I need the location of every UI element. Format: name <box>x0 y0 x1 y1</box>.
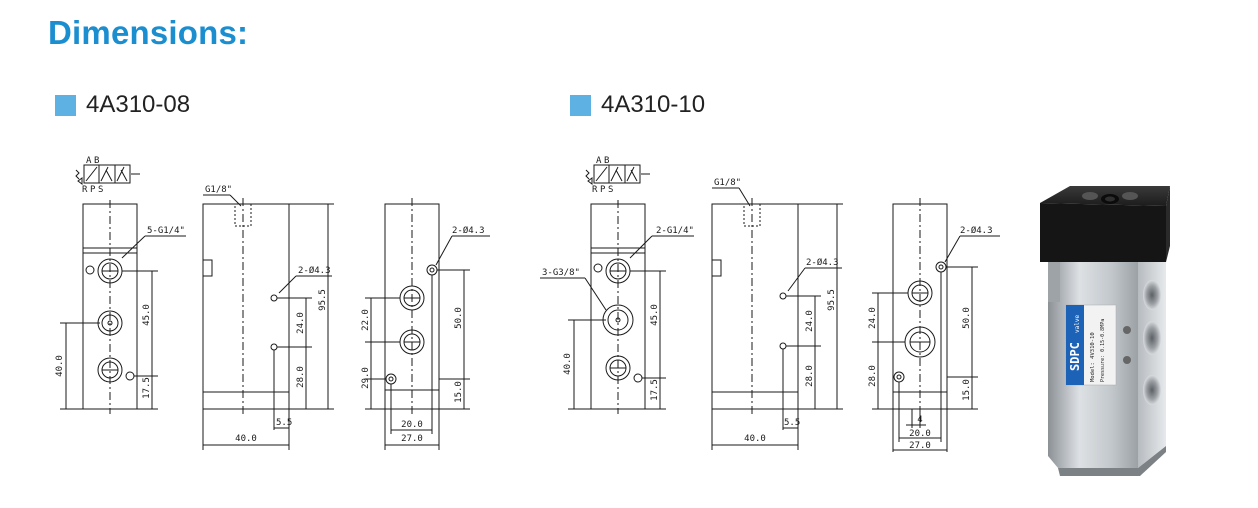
dim-40: 40.0 <box>55 355 65 377</box>
port-callout-2: 3-G3/8" <box>542 268 580 278</box>
pilot-port-callout: G1/8" <box>714 178 741 188</box>
dim-width-40: 40.0 <box>235 434 257 444</box>
page-title: Dimensions: <box>48 14 249 51</box>
pneumatic-symbol: A B R P S <box>75 156 140 195</box>
pneumatic-symbol: A B R P S <box>585 156 650 195</box>
front-view: 5-G1/4" 40.0 45.0 17.5 <box>55 200 186 414</box>
mount-hole-callout: 2-Ø4.3 <box>452 225 485 236</box>
model-marker <box>55 94 76 116</box>
port-label-b: B <box>94 156 99 166</box>
port-callout: 2-G1/4" <box>656 226 694 236</box>
dim-50: 50.0 <box>454 307 464 329</box>
port-label-p: P <box>90 185 96 195</box>
port-label-a: A <box>86 156 92 166</box>
dim-27: 27.0 <box>909 441 931 451</box>
port-label-s: S <box>608 185 613 195</box>
port-label-s: S <box>98 185 103 195</box>
mount-hole-callout: 2-Ø4.3 <box>298 265 331 276</box>
model-heading-4a310-10: 4A310-10 <box>570 91 706 118</box>
pressure-line: Pressure: 0.15-0.8MPa <box>1100 319 1106 382</box>
dim-24: 24.0 <box>296 312 306 334</box>
dim-24: 24.0 <box>868 307 878 329</box>
dim-95-5: 95.5 <box>318 289 328 311</box>
rear-view: 2-Ø4.3 24.0 28.0 50.0 15.0 4 20.0 27.0 <box>868 198 1000 452</box>
dim-15: 15.0 <box>962 379 972 401</box>
brand-suffix: valve <box>1074 315 1081 333</box>
dim-17-5: 17.5 <box>650 379 660 401</box>
pilot-port-callout: G1/8" <box>205 185 232 195</box>
model-marker <box>570 94 591 116</box>
dim-22: 22.0 <box>361 309 371 331</box>
port-label-r: R <box>592 185 598 195</box>
dim-28: 28.0 <box>296 366 306 388</box>
side-view: G1/8" 2-Ø4.3 95.5 24.0 28.0 5.5 40.0 <box>202 185 334 450</box>
dim-24: 24.0 <box>805 310 815 332</box>
dim-5-5: 5.5 <box>784 418 800 428</box>
dim-95-5: 95.5 <box>827 289 837 311</box>
port-label-r: R <box>82 185 88 195</box>
dim-4: 4 <box>917 415 922 425</box>
drawing-set-4a310-10: A B R P S 2-G1/4" 3-G3/8" 40.0 <box>540 156 1000 452</box>
dim-20: 20.0 <box>909 429 931 439</box>
front-view: 2-G1/4" 3-G3/8" 40.0 45.0 17.5 <box>540 200 694 414</box>
model-line: Model: 4V310-10 <box>1090 332 1096 382</box>
port-callout: 5-G1/4" <box>147 226 185 236</box>
dim-28: 28.0 <box>805 365 815 387</box>
side-view: G1/8" 2-Ø4.3 95.5 24.0 28.0 5.5 40.0 <box>711 178 843 450</box>
model-name: 4A310-10 <box>601 91 706 118</box>
dim-45: 45.0 <box>142 304 152 326</box>
dim-50: 50.0 <box>962 307 972 329</box>
dim-5-5: 5.5 <box>276 418 292 428</box>
brand-name: SDPC <box>1068 342 1082 371</box>
drawing-set-4a310-08: A B R P S 5-G1/4" 40.0 45.0 <box>55 156 490 450</box>
model-name: 4A310-08 <box>86 91 191 118</box>
dim-17-5: 17.5 <box>142 377 152 399</box>
dim-15: 15.0 <box>454 381 464 403</box>
dim-27: 27.0 <box>401 434 423 444</box>
port-label-b: B <box>604 156 609 166</box>
model-heading-4a310-08: 4A310-08 <box>55 91 191 118</box>
mount-hole-callout: 2-Ø4.3 <box>806 257 839 268</box>
port-label-a: A <box>596 156 602 166</box>
dim-29: 29.0 <box>361 367 371 389</box>
dim-20: 20.0 <box>401 420 423 430</box>
port-label-p: P <box>600 185 606 195</box>
dim-45: 45.0 <box>650 304 660 326</box>
dim-40: 40.0 <box>563 353 573 375</box>
mount-hole-callout: 2-Ø4.3 <box>960 225 993 236</box>
rear-view: 2-Ø4.3 22.0 29.0 50.0 15.0 20.0 27.0 <box>361 198 490 450</box>
dim-28: 28.0 <box>868 365 878 387</box>
dim-width-40: 40.0 <box>744 434 766 444</box>
product-photo: SDPC valve Model: 4V310-10 Pressure: 0.1… <box>1040 186 1170 476</box>
